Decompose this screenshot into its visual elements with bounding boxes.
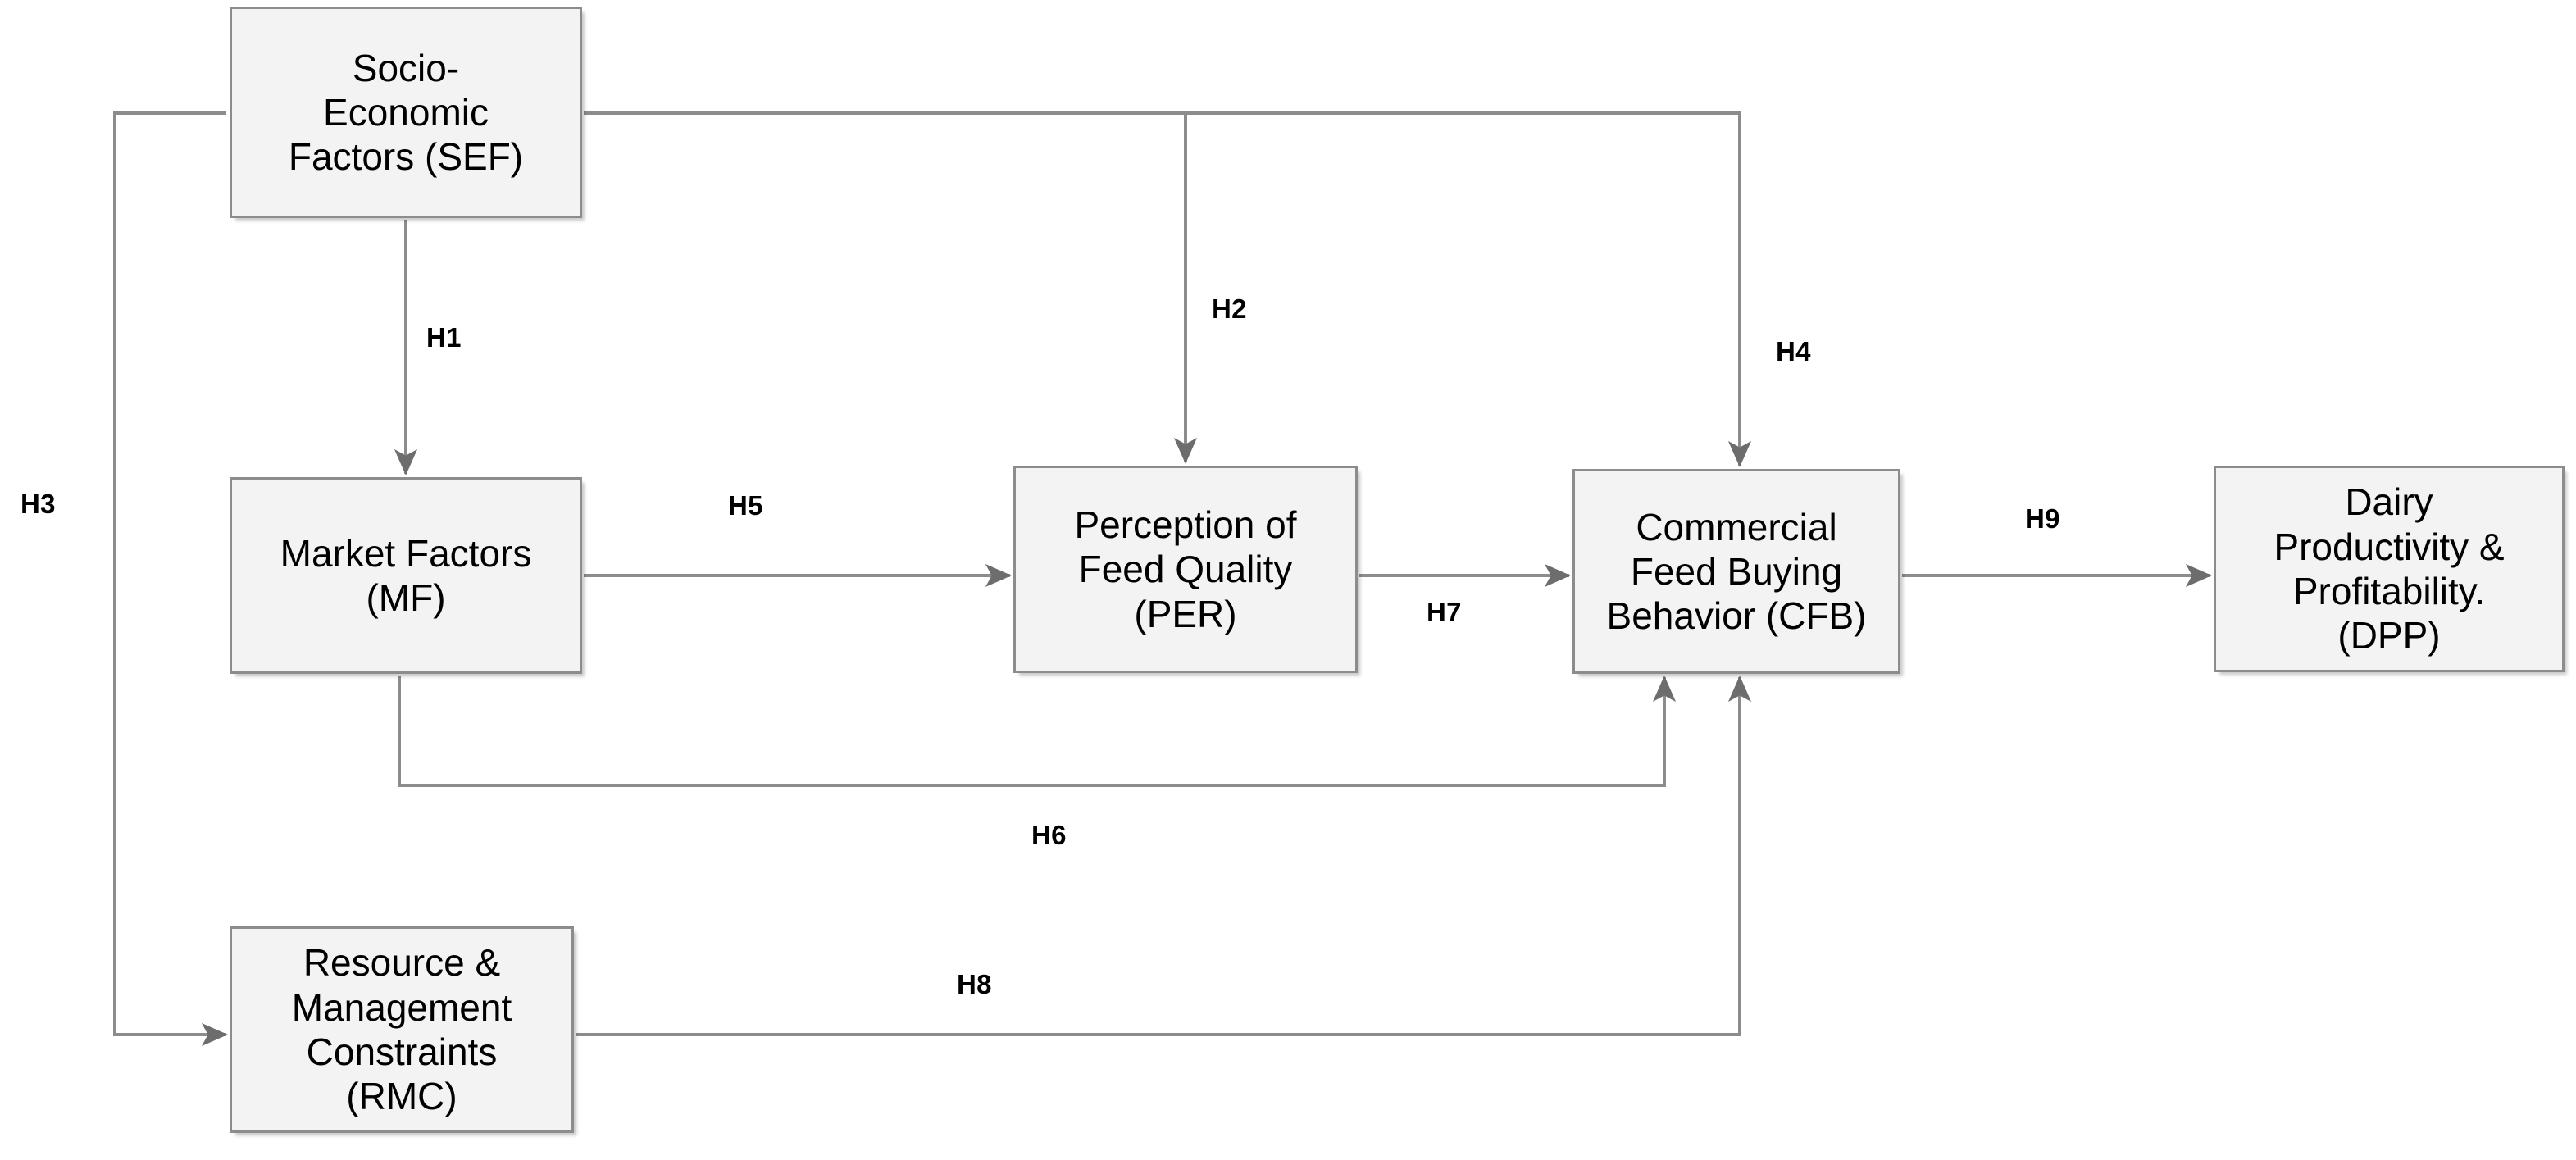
node-market-factors[interactable]: Market Factors (MF) (230, 477, 582, 674)
node-dairy-productivity-and-profitability[interactable]: Dairy Productivity & Profitability. (DPP… (2214, 466, 2565, 672)
edge-label-h4: H4 (1776, 336, 1811, 366)
edge-label-h1: H1 (426, 322, 462, 353)
node-socio-economic-factors[interactable]: Socio- Economic Factors (SEF) (230, 7, 582, 218)
node-perception-of-feed-quality[interactable]: Perception of Feed Quality (PER) (1013, 466, 1358, 673)
node-label-dpp: Dairy Productivity & Profitability. (DPP… (2273, 480, 2505, 657)
edge-label-h5: H5 (728, 490, 763, 521)
node-label-cfb: Commercial Feed Buying Behavior (CFB) (1606, 505, 1867, 638)
node-label-per: Perception of Feed Quality (PER) (1074, 503, 1297, 635)
edge-h6-path (398, 676, 1677, 787)
edge-h3-path (113, 111, 228, 1047)
edge-h2-path (584, 111, 1198, 464)
edge-label-h8: H8 (957, 969, 992, 999)
node-label-mf: Market Factors (MF) (280, 531, 532, 619)
edge-label-h7: H7 (1427, 597, 1462, 627)
edge-label-h3: H3 (20, 489, 56, 519)
node-commercial-feed-buying-behavior[interactable]: Commercial Feed Buying Behavior (CFB) (1572, 469, 1900, 674)
edge-label-h6: H6 (1031, 820, 1067, 850)
node-label-sef: Socio- Economic Factors (SEF) (288, 46, 524, 179)
edge-label-h2: H2 (1212, 293, 1247, 324)
node-label-rmc: Resource & Management Constraints (RMC) (291, 941, 512, 1118)
edge-label-h9: H9 (2025, 503, 2060, 534)
node-resource-and-management-constraints[interactable]: Resource & Management Constraints (RMC) (230, 926, 574, 1133)
edge-h4-path (584, 111, 1752, 467)
edge-h8-path (576, 676, 1752, 1036)
